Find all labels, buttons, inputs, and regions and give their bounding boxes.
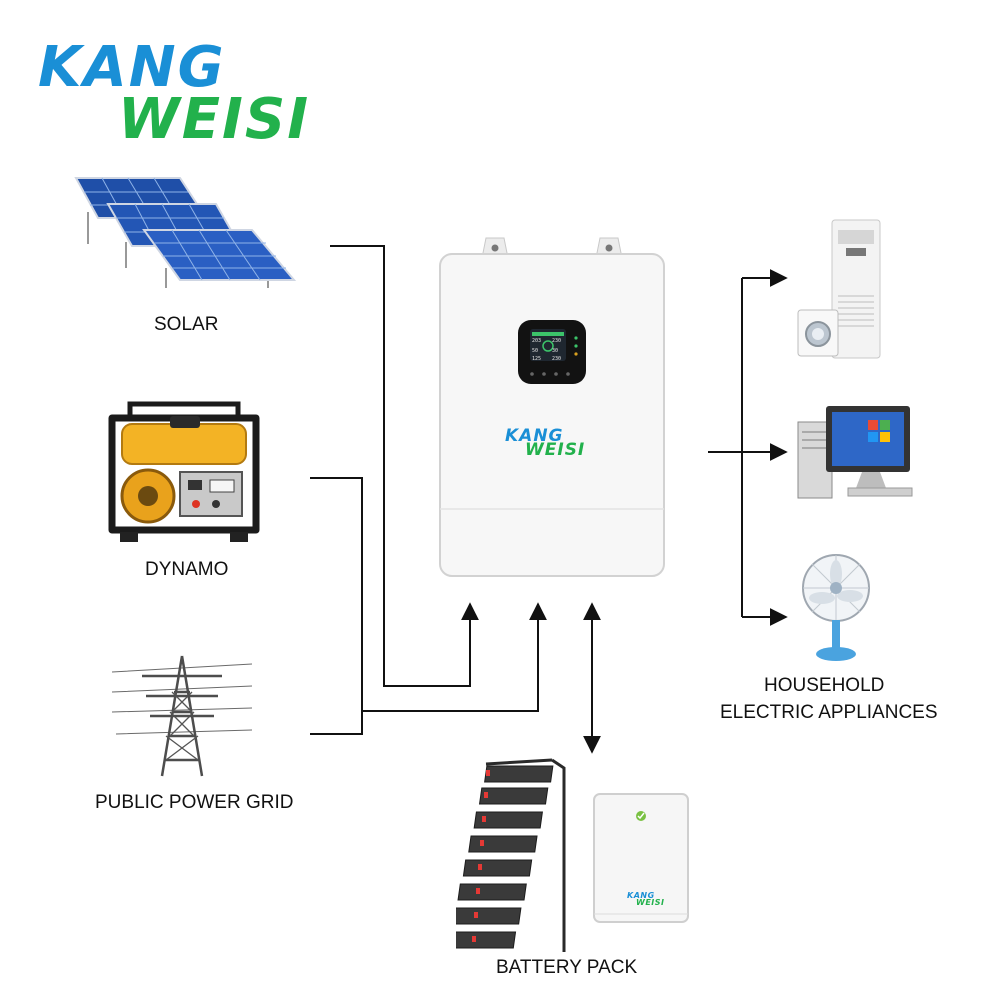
power-tower-icon xyxy=(112,655,252,777)
inverter-screen-value: 30 xyxy=(552,348,558,354)
generator-icon xyxy=(108,401,260,542)
inverter-logo-line1: KANG xyxy=(505,426,564,446)
dynamo-label: DYNAMO xyxy=(145,559,229,580)
brand-logo-line2: WEISI xyxy=(118,87,311,152)
inverter-screen-value: 50 xyxy=(532,348,538,354)
solar-wire xyxy=(330,245,479,687)
dynamo-wire xyxy=(310,477,363,711)
grid-wire xyxy=(310,602,547,735)
hybrid-inverter-icon: 203 230 50 30 125 230 xyxy=(439,237,665,577)
wall-battery-icon xyxy=(593,793,689,923)
grid-label: PUBLIC POWER GRID xyxy=(95,792,294,813)
inverter-screen-value: 230 xyxy=(552,338,561,344)
battery-logo-line2: WEISI xyxy=(636,898,665,907)
solar-panel-icon xyxy=(74,177,297,288)
loads-label-line2: ELECTRIC APPLIANCES xyxy=(720,702,938,723)
loads-label-line1: HOUSEHOLD xyxy=(764,675,885,696)
desktop-computer-icon xyxy=(797,406,913,499)
air-conditioner-icon xyxy=(797,219,881,359)
inverter-screen-value: 125 xyxy=(532,356,541,362)
battery-rack-icon xyxy=(456,758,566,952)
inverter-logo-line2: WEISI xyxy=(525,440,586,460)
battery-label: BATTERY PACK xyxy=(496,957,638,978)
solar-panel-front xyxy=(142,229,297,288)
inverter-screen-value: 230 xyxy=(552,356,561,362)
brand-logo-line1: KANG xyxy=(38,35,226,100)
electric-fan-icon xyxy=(802,554,870,661)
battery-logo-line1: KANG xyxy=(627,891,655,900)
inverter-screen-value: 203 xyxy=(532,338,541,344)
solar-label: SOLAR xyxy=(154,314,219,335)
